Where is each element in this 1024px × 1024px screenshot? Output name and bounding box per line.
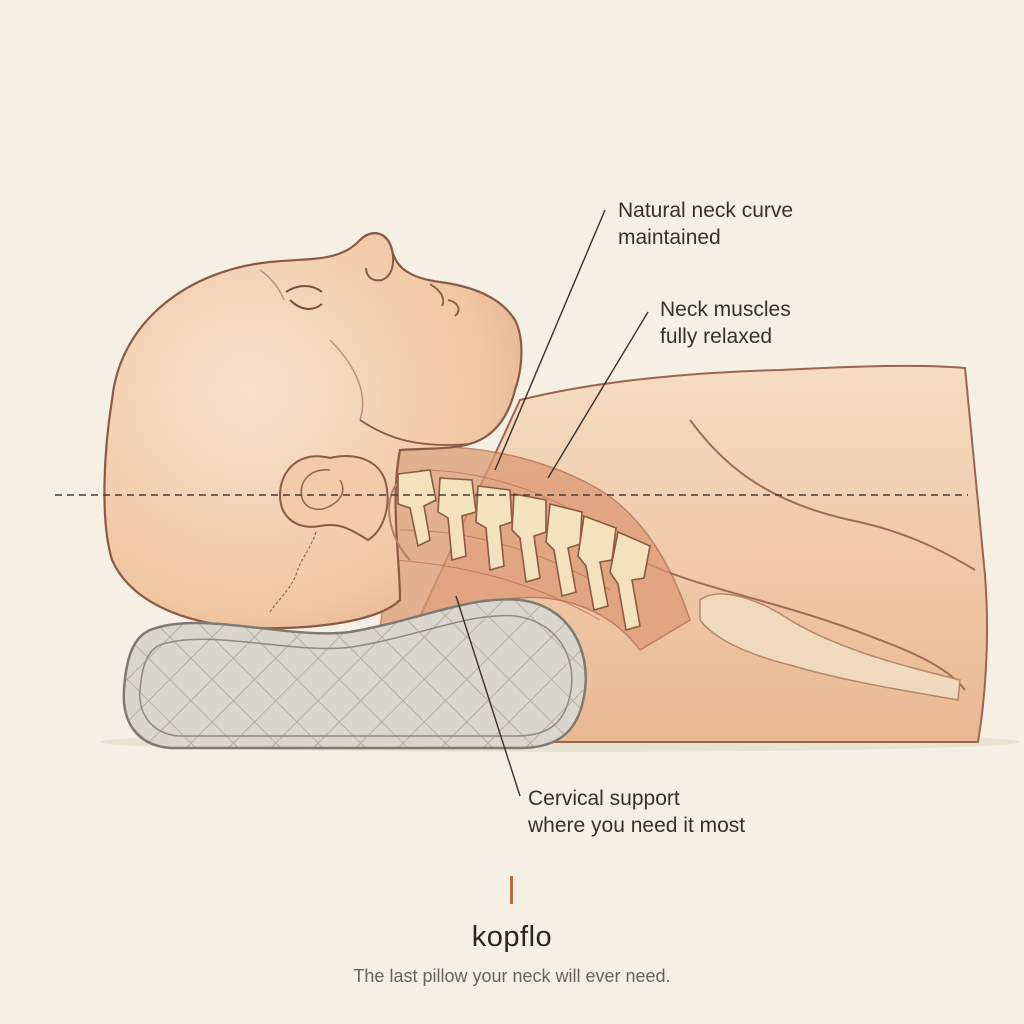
jaw-line xyxy=(359,419,471,446)
vertebra-c1 xyxy=(397,469,437,548)
lips xyxy=(429,283,460,317)
vertebra-c3 xyxy=(475,485,513,572)
vertebra-c7 xyxy=(609,530,651,632)
callout-support: Cervical support where you need it most xyxy=(528,785,745,839)
callout-neck-curve-line-1: Natural neck curve xyxy=(618,199,794,222)
pillow xyxy=(122,598,587,750)
pillow-piping xyxy=(139,614,573,737)
nose xyxy=(359,232,395,282)
clavicle xyxy=(639,559,966,691)
head xyxy=(103,232,523,630)
shoulder-contour xyxy=(689,419,976,571)
callout-neck-curve: Natural neck curve maintained xyxy=(618,197,793,251)
callout-muscles-line-2: fully relaxed xyxy=(660,325,773,348)
cheek-line xyxy=(259,269,364,421)
callout-support-line-2: where you need it most xyxy=(528,814,746,837)
vertebra-c4 xyxy=(511,493,547,584)
leader-line-neck-curve xyxy=(494,209,606,471)
callout-neck-curve-line-2: maintained xyxy=(618,226,721,249)
upper-arm-bone xyxy=(699,593,961,701)
vertebra-c2 xyxy=(437,477,477,562)
leader-line-support xyxy=(455,595,521,797)
vertebra-c6 xyxy=(577,514,617,612)
skull-seam xyxy=(269,531,317,613)
leader-line-muscles xyxy=(547,311,649,479)
callout-muscles-line-1: Neck muscles xyxy=(660,298,791,321)
brand-name: kopflo xyxy=(471,921,553,953)
brand-tagline: The last pillow your neck will ever need… xyxy=(353,966,671,986)
callout-muscles: Neck muscles fully relaxed xyxy=(660,296,791,350)
vertebra-c5 xyxy=(545,503,583,598)
callout-support-line-1: Cervical support xyxy=(528,787,680,810)
brand-accent-mark xyxy=(510,876,513,904)
closed-eye xyxy=(285,285,323,310)
cervical-spine xyxy=(388,469,651,632)
ear-inner xyxy=(300,469,344,511)
